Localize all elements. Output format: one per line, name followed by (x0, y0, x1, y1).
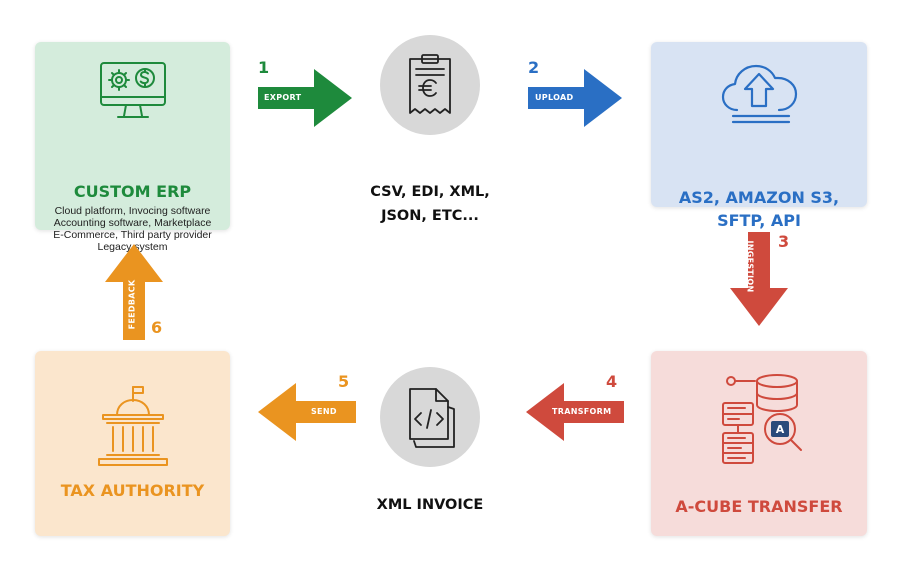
step-3-number: 3 (778, 232, 790, 251)
acube-transfer-title: A-CUBE TRANSFER (675, 497, 843, 516)
ingestion-arrow (730, 232, 788, 326)
feedback-arrow (105, 244, 163, 340)
xml-invoice-label: XML INVOICE (376, 497, 484, 513)
data-transfer-icon: A (722, 374, 802, 464)
ingestion-arrow-label: INGESTION (745, 240, 755, 293)
euro-invoice-icon (409, 54, 451, 114)
monitor-settings-icon (100, 62, 166, 118)
step-5-number: 5 (338, 372, 350, 391)
government-building-icon (98, 386, 168, 466)
custom-erp-node: CUSTOM ERP Cloud platform, Invocing soft… (35, 42, 230, 253)
acube-transfer-node: A A-CUBE TRANSFER (651, 351, 867, 536)
upload-channels-node: AS2, AMAZON S3, SFTP, API (651, 42, 867, 230)
formats-line: JSON, ETC... (381, 208, 479, 224)
cloud-upload-icon (721, 64, 798, 124)
upload-arrow-label: UPLOAD (535, 93, 574, 102)
erp-line: Accounting software, Marketplace (53, 217, 212, 229)
formats-label: CSV, EDI, XML, JSON, ETC... (340, 180, 520, 228)
tax-authority-node: TAX AUTHORITY (35, 351, 230, 536)
upload-channels-line: AS2, AMAZON S3, (678, 188, 840, 207)
svg-text:A: A (776, 423, 785, 436)
xml-invoice-node (380, 367, 480, 467)
erp-title: CUSTOM ERP (73, 182, 192, 201)
upload-arrow (528, 69, 622, 127)
upload-channels-line: SFTP, API (717, 211, 801, 230)
erp-line: Cloud platform, Invocing software (54, 205, 211, 217)
step-2-number: 2 (528, 58, 540, 77)
step-6-number: 6 (151, 318, 163, 337)
export-arrow-label: EXPORT (264, 93, 302, 102)
transform-arrow (526, 383, 624, 441)
send-arrow (258, 383, 356, 441)
send-arrow-label: SEND (311, 407, 337, 416)
formats-line: CSV, EDI, XML, (370, 184, 490, 200)
erp-line: E-Commerce, Third party provider (53, 229, 212, 241)
export-arrow (258, 69, 352, 127)
step-4-number: 4 (606, 372, 618, 391)
feedback-arrow-label: FEEDBACK (127, 279, 137, 330)
transform-arrow-label: TRANSFORM (552, 407, 612, 416)
upload-channels-title: AS2, AMAZON S3, SFTP, API (674, 186, 844, 232)
code-document-icon (409, 388, 455, 448)
formats-node (380, 35, 480, 135)
tax-authority-title: TAX AUTHORITY (60, 481, 205, 500)
step-1-number: 1 (258, 58, 270, 77)
